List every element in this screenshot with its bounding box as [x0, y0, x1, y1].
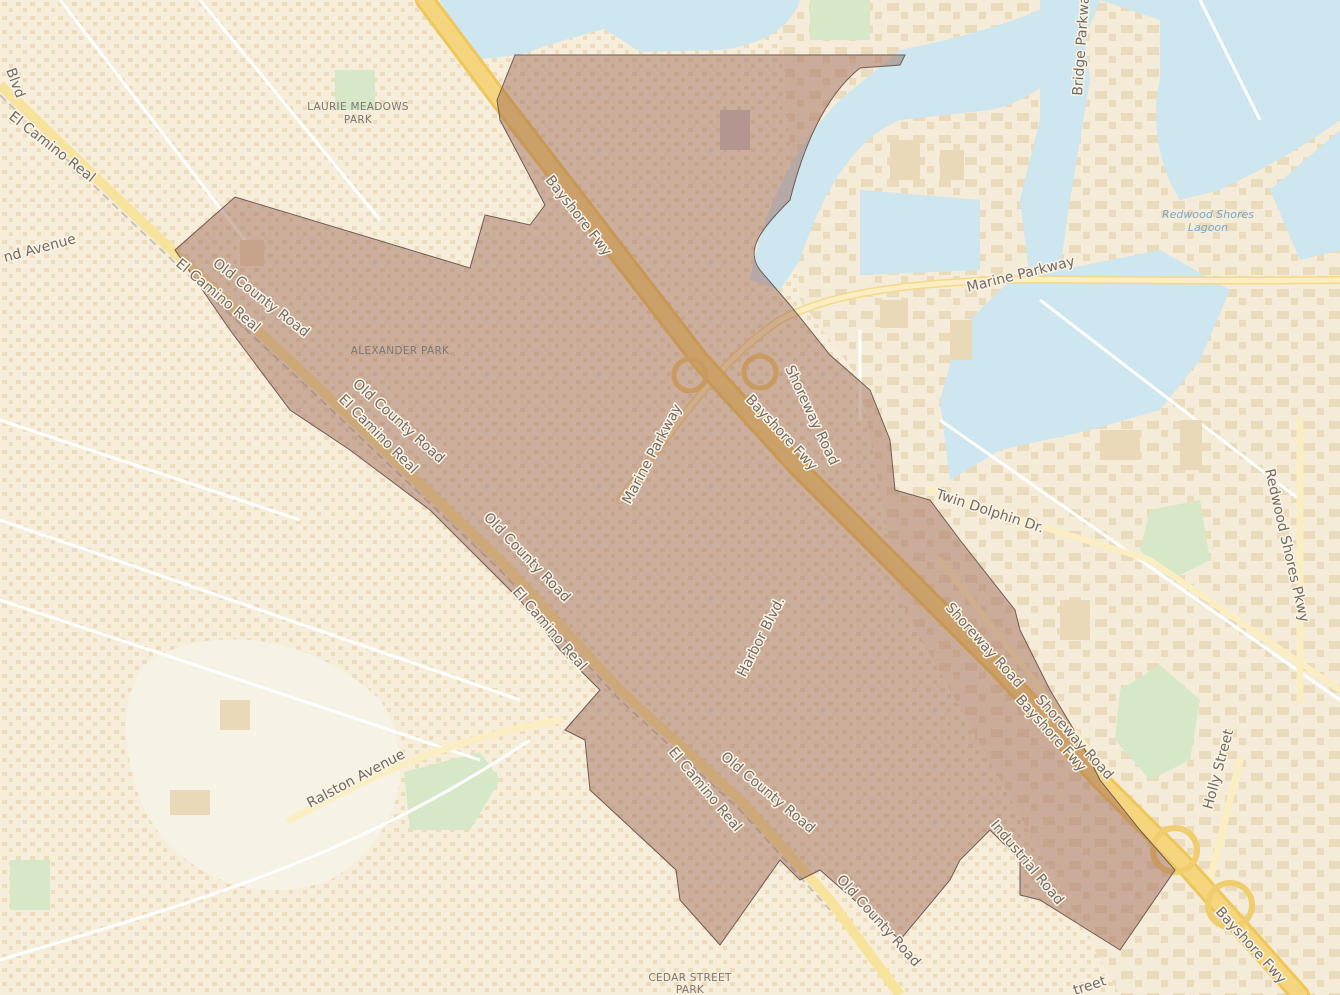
label-cedar-street-1: CEDAR STREET	[648, 972, 732, 984]
parks	[10, 0, 1210, 910]
label-alexander-park: ALEXANDER PARK	[351, 345, 450, 357]
label-laurie-meadows-2: PARK	[344, 114, 373, 126]
water-bodies	[440, 0, 1340, 480]
label-cedar-street-2: PARK	[676, 984, 705, 995]
buildings	[170, 110, 1202, 815]
label-lagoon-2: Lagoon	[1188, 221, 1228, 234]
bayshore-freeway	[415, 0, 1310, 995]
major-roads	[286, 275, 1340, 884]
label-lagoon-1: Redwood Shores	[1162, 208, 1254, 221]
district-overlay[interactable]	[174, 54, 1176, 951]
el-camino-corridor	[0, 81, 905, 995]
label-laurie-meadows-1: LAURIE MEADOWS	[307, 101, 409, 113]
